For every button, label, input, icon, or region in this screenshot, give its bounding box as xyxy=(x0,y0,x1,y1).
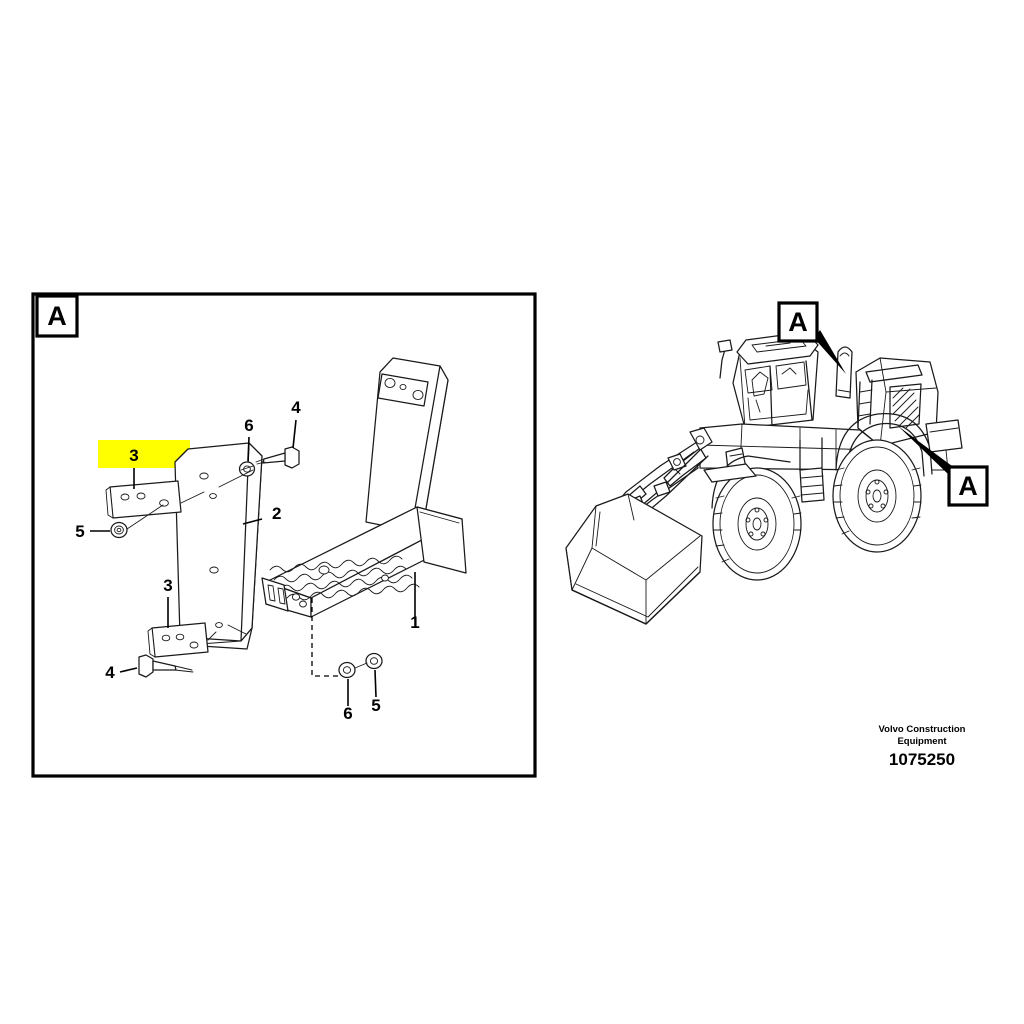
callout-6-lower: 6 xyxy=(343,704,352,723)
part-6-washer-lower xyxy=(338,661,356,679)
callout-3-lower: 3 xyxy=(163,576,172,595)
callout-6-upper: 6 xyxy=(244,416,253,435)
wheel-loader-illustration xyxy=(565,331,963,625)
brand-line-1: Volvo Construction xyxy=(879,724,966,735)
step-assembly-drawing xyxy=(105,357,467,679)
part-5-nut-upper xyxy=(110,504,164,539)
part-4-bolt-upper xyxy=(255,446,300,469)
part-2-side-plate xyxy=(174,442,263,650)
callout-4-lower: 4 xyxy=(105,663,115,682)
section-marker-a-bottom: A xyxy=(898,426,989,507)
callout-1: 1 xyxy=(410,613,419,632)
part-3-bracket-lower xyxy=(147,622,209,658)
callout-5-upper: 5 xyxy=(75,522,84,541)
front-wheel xyxy=(712,467,802,581)
callout-4-upper: 4 xyxy=(291,398,301,417)
loader-bucket xyxy=(565,493,703,625)
section-a-letter: A xyxy=(47,301,67,331)
tread-corrugation xyxy=(269,555,420,601)
part-3-bracket-upper xyxy=(105,480,182,519)
callout-5-lower: 5 xyxy=(371,696,380,715)
callout-3-highlighted: 3 xyxy=(129,446,138,465)
callout-leaders xyxy=(90,419,416,706)
brand-line-2: Equipment xyxy=(897,736,947,747)
part-5-washer-lower xyxy=(365,652,383,670)
callout-2: 2 xyxy=(272,504,281,523)
footer-block: Volvo Construction Equipment 1075250 xyxy=(879,724,966,769)
detail-view-frame: A xyxy=(31,292,537,778)
section-marker-a-top: A xyxy=(777,301,846,374)
section-a-letter-top: A xyxy=(788,307,808,337)
part-6-washer-upper xyxy=(238,461,256,477)
section-a-label-box xyxy=(35,294,79,338)
callout-numbers: 1 2 3 3 4 4 5 5 6 6 xyxy=(75,398,419,723)
section-a-letter-bottom: A xyxy=(958,471,978,501)
rear-wheel xyxy=(832,439,922,553)
part-1-step-tread xyxy=(261,357,467,618)
part-number: 1075250 xyxy=(889,750,955,769)
access-step-on-machine xyxy=(799,437,825,503)
part-4-bolt-lower xyxy=(138,654,194,678)
